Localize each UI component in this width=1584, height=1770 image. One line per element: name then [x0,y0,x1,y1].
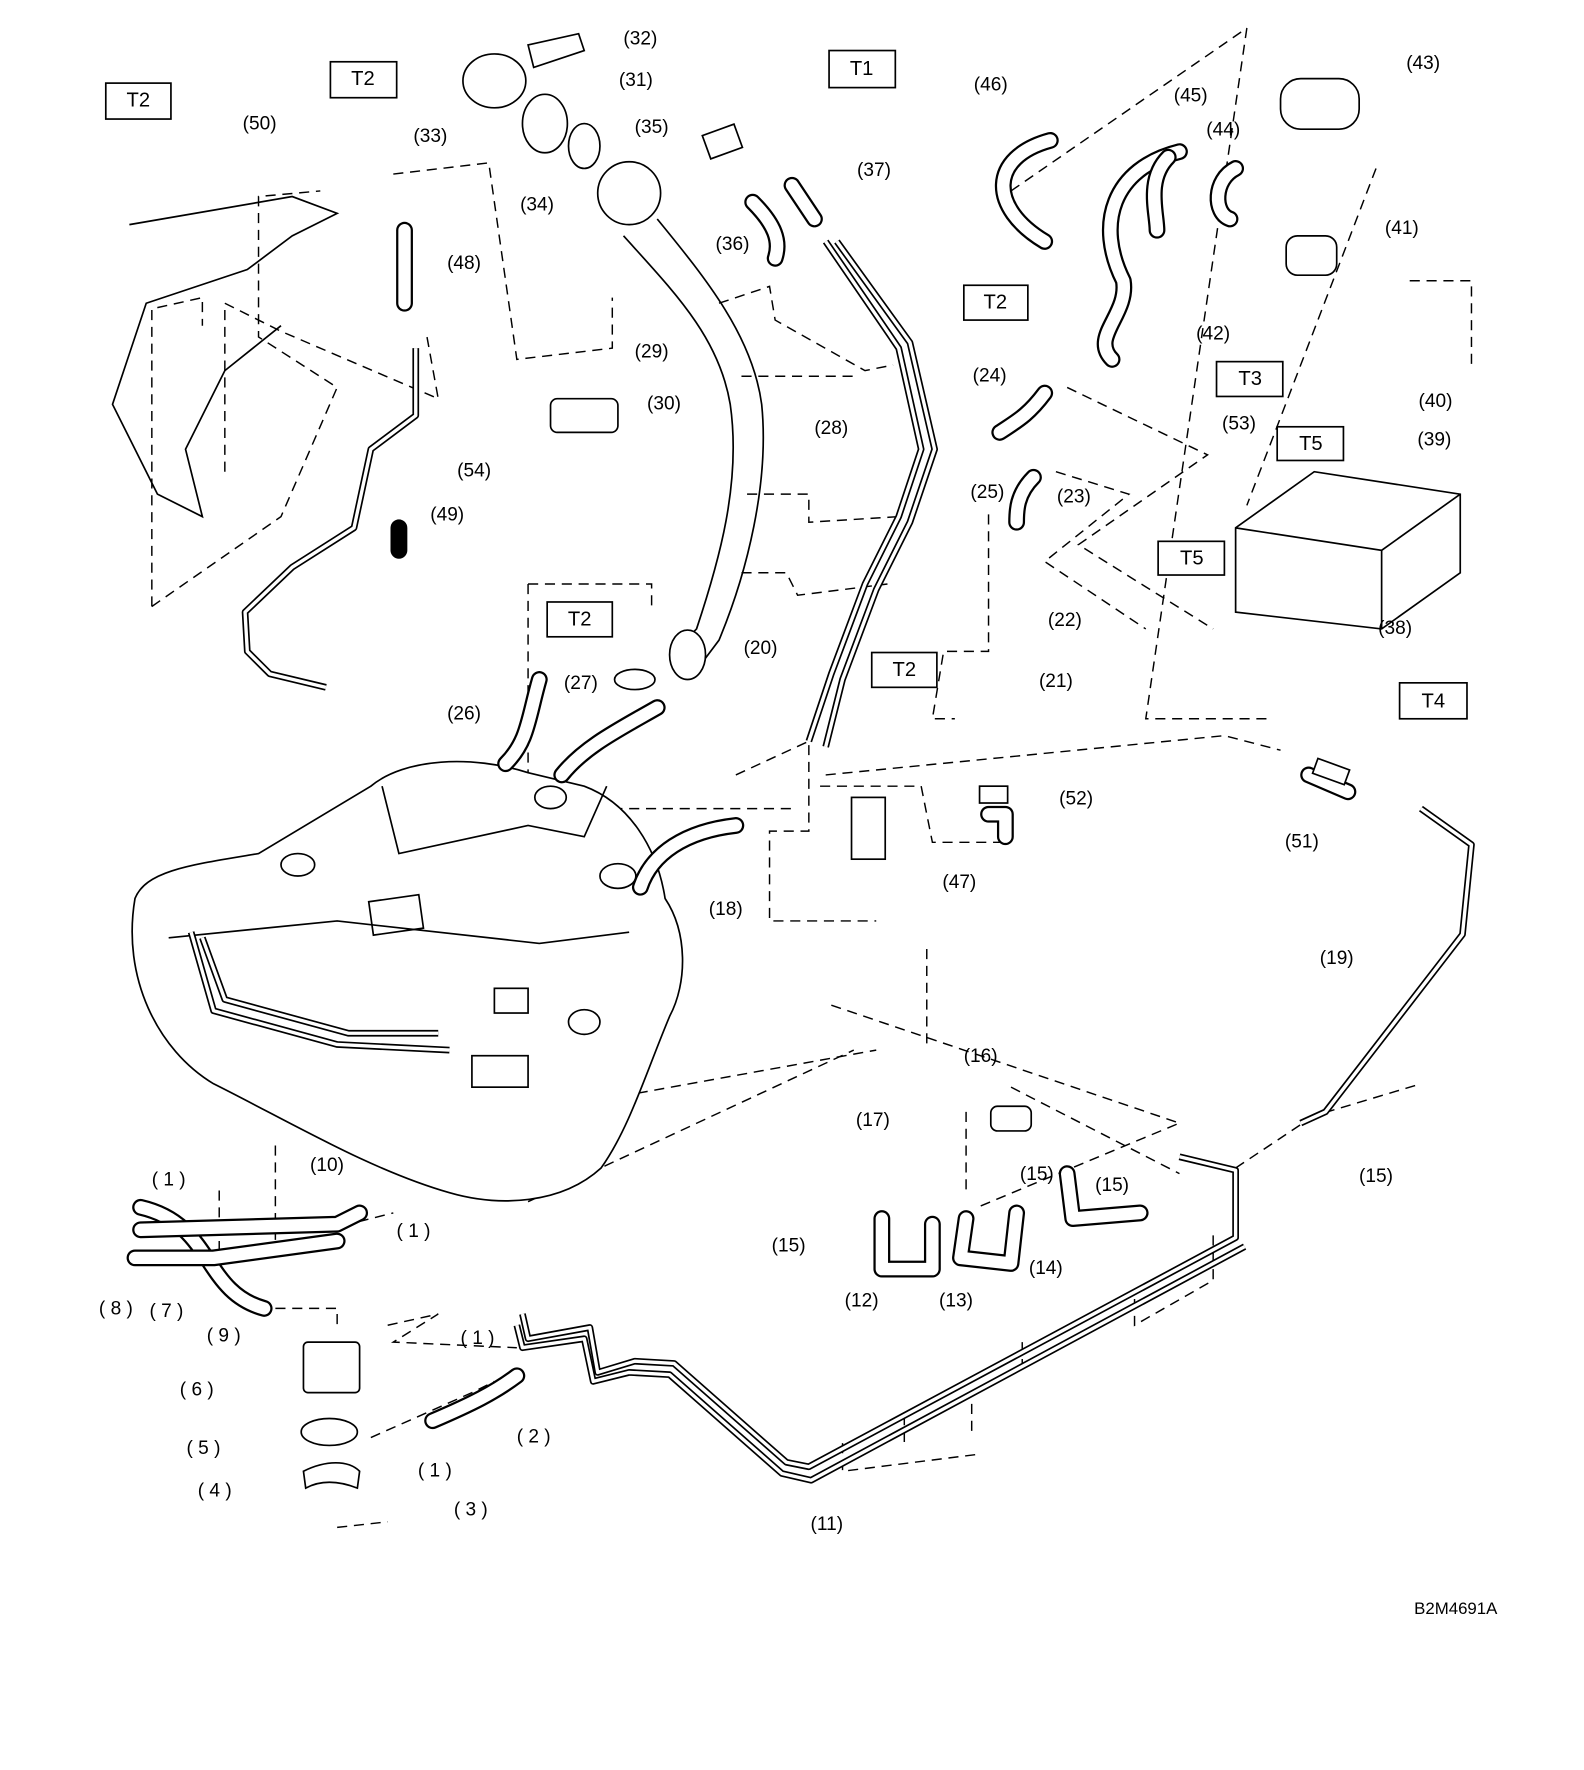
dashed-assembly-lines [151,27,1473,1529]
part-label: (18) [709,899,743,920]
part-label: (30) [647,393,681,414]
part-label: (35) [635,117,669,138]
part-label: (25) [970,482,1004,503]
part-label: ( 2 ) [517,1427,551,1448]
part-label: (45) [1174,86,1208,107]
part-label: (12) [845,1291,879,1312]
part-label: (14) [1029,1258,1063,1279]
part-label: (49) [430,505,464,526]
svg-text:T5: T5 [1299,433,1323,455]
fuel-tank [131,760,684,1202]
fuel-tank-details [168,785,637,1088]
part-label: (15) [1359,1166,1393,1187]
torque-label-t2: T2 [546,601,614,638]
part-label: ( 3 ) [454,1500,488,1521]
part-label: (40) [1419,391,1453,412]
torque-label-boxes: T1 T2 T2 T2 T2 T2 T3 T4 T5 T5 [104,49,1468,720]
part-label: (23) [1057,487,1091,508]
part-label: (24) [973,365,1007,386]
part-label: ( 1 ) [152,1169,186,1190]
hoses [126,131,1357,1430]
part-label: (52) [1059,789,1093,810]
fuel-filler-cap-assembly [462,32,744,226]
torque-label-t3: T3 [1215,360,1284,398]
svg-text:T1: T1 [850,58,874,80]
part-label: (44) [1206,119,1240,140]
part-label: (46) [974,74,1008,95]
part-label: (54) [457,461,491,482]
part-label: (16) [964,1046,998,1067]
part-label: (29) [635,342,669,363]
part-label: (15) [1020,1164,1054,1185]
torque-label-t2: T2 [329,60,398,99]
svg-text:T2: T2 [127,89,151,111]
part-label: ( 1 ) [461,1328,495,1349]
part-label: ( 9 ) [207,1326,241,1347]
part-label: (22) [1048,610,1082,631]
part-label: (43) [1406,53,1440,74]
part-label: (19) [1320,948,1354,969]
part-label: (34) [520,195,554,216]
part-label: (21) [1039,671,1073,692]
torque-label-t2: T2 [104,82,172,120]
part-label: (28) [814,418,848,439]
part-label: (27) [564,673,598,694]
part-label: (31) [619,70,653,91]
part-label: (51) [1285,831,1319,852]
part-label: (26) [447,703,481,724]
part-label: (33) [413,126,447,147]
svg-text:T2: T2 [568,608,592,630]
part-label: (50) [243,114,277,135]
part-label: (32) [623,28,657,49]
part-label: ( 1 ) [397,1221,431,1242]
torque-label-t4: T4 [1398,682,1468,720]
part-labels: (32) (31) (33) (35) (34) (46) (45) (44) … [99,28,1453,1535]
svg-text:T2: T2 [351,68,375,90]
part-label: (48) [447,253,481,274]
torque-label-t2: T2 [962,284,1029,321]
part-label: (15) [772,1236,806,1257]
part-label: (11) [811,1514,844,1535]
part-label: ( 7 ) [149,1301,183,1322]
part-label: ( 8 ) [99,1299,133,1320]
diagram-code: B2M4691A [1414,1599,1498,1618]
part-label: (36) [716,234,750,255]
torque-label-t5: T5 [1157,540,1226,576]
part-label: ( 4 ) [198,1481,232,1502]
part-label: (41) [1385,218,1419,239]
svg-text:T2: T2 [983,292,1007,314]
part-label: ( 6 ) [180,1379,214,1400]
part-label: (13) [939,1291,973,1312]
part-label: (17) [856,1110,890,1131]
part-label: (38) [1378,618,1412,639]
svg-text:T5: T5 [1180,548,1204,570]
part-label: (53) [1222,414,1256,435]
part-label: (37) [857,160,891,181]
svg-text:T2: T2 [893,659,917,681]
part-label: (47) [942,872,976,893]
torque-label-t1: T1 [828,49,897,89]
part-label: (15) [1095,1175,1129,1196]
part-label: (42) [1196,324,1230,345]
svg-text:T4: T4 [1421,690,1445,712]
pipes [111,195,1475,1484]
svg-text:T3: T3 [1238,368,1262,390]
components [300,77,1462,1490]
torque-label-t5: T5 [1276,425,1345,462]
part-label: (20) [744,638,778,659]
part-label: (39) [1417,429,1451,450]
fuel-filler-pipe [613,218,765,691]
part-label: ( 5 ) [187,1438,221,1459]
part-label: ( 1 ) [418,1460,452,1481]
part-label: (10) [310,1155,344,1176]
torque-label-t2: T2 [870,651,938,689]
